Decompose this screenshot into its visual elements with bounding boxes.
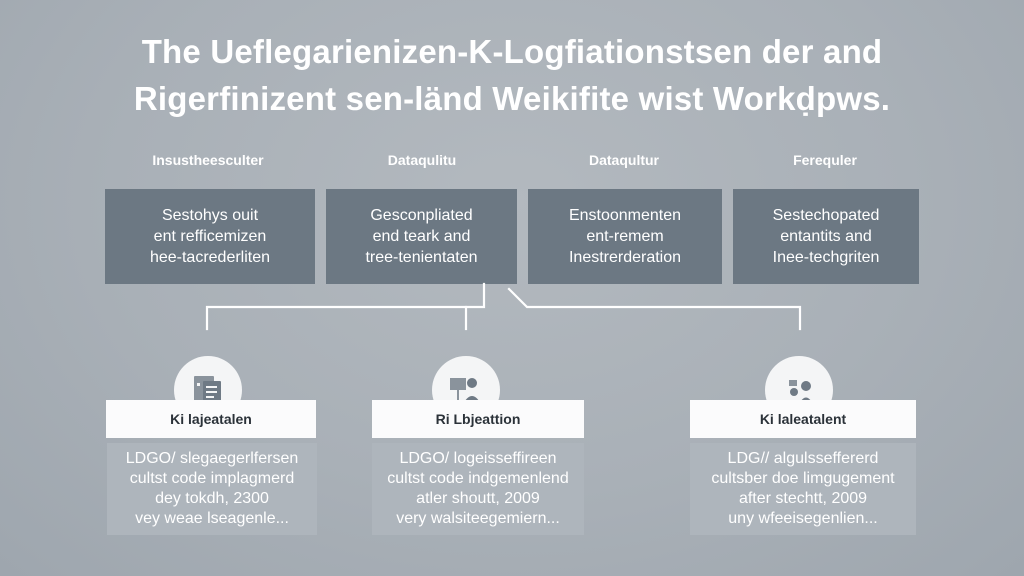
card-detail-3-line-1: LDG// algulsseffererd	[727, 450, 879, 467]
column-header-3: Dataqultur	[589, 152, 659, 168]
stage-box-3-line-2: ent-remem	[586, 228, 664, 245]
stage-box-2: Gesconpliated end teark and tree-tenient…	[326, 189, 517, 284]
card-detail-2: LDGO/ logeisseffireen cultst code indgem…	[372, 443, 584, 535]
stage-box-2-line-2: end teark and	[372, 228, 471, 245]
card-detail-3-line-2: cultsber doe limgugement	[711, 470, 895, 487]
card-detail-1-line-1: LDGO/ slegaegerlfersen	[125, 450, 299, 467]
card-detail-1-line-4: vey weae lseagenle...	[135, 510, 289, 527]
connector-left	[205, 282, 486, 331]
diagram-title: The Ueflegarienizen-K-Logfiationstsen de…	[0, 28, 1024, 122]
card-label-2: Ri Lbjeattion	[372, 400, 584, 438]
stage-box-3: Enstoonmenten ent-remem Inestrerderation	[528, 189, 722, 284]
card-detail-1-line-2: cultst code implagmerd	[129, 470, 295, 487]
stage-box-2-line-3: tree-tenientaten	[365, 249, 478, 266]
stage-box-1-line-1: Sestohys ouit	[161, 207, 259, 224]
stage-box-1: Sestohys ouit ent refficemizen hee-tacre…	[105, 189, 315, 284]
card-detail-3-line-3: after stechtt, 2009	[738, 490, 868, 507]
card-detail-2-line-2: cultst code indgemenlend	[387, 470, 569, 487]
card-detail-2-line-4: very walsiteegemiern...	[396, 510, 560, 527]
card-label-3: Ki laleatalent	[690, 400, 916, 438]
column-header-2: Dataqulitu	[387, 152, 457, 168]
card-detail-3: LDG// algulsseffererd cultsber doe limgu…	[690, 443, 916, 535]
stage-box-3-line-3: Inestrerderation	[568, 249, 682, 266]
connector-right	[507, 287, 802, 331]
stage-box-4-line-2: entantits and	[780, 228, 872, 245]
stage-box-1-line-3: hee-tacrederliten	[149, 249, 271, 266]
stage-box-1-line-2: ent refficemizen	[153, 228, 267, 245]
card-detail-2-line-3: atler shoutt, 2009	[416, 490, 540, 507]
column-header-4: Ferequler	[793, 152, 857, 168]
card-label-1: Ki lajeatalen	[106, 400, 316, 438]
card-detail-1: LDGO/ slegaegerlfersen cultst code impla…	[107, 443, 317, 535]
title-line-2: Rigerfinizent sen-länd Weikifite wist Wo…	[133, 80, 891, 117]
column-header-1: Insustheesculter	[152, 152, 264, 168]
stage-box-2-line-1: Gesconpliated	[370, 207, 473, 224]
stage-box-4: Sestechopated entantits and Inee-techgri…	[733, 189, 919, 284]
card-detail-1-line-3: dey tokdh, 2300	[155, 490, 269, 507]
stage-box-4-line-3: Inee-techgriten	[772, 249, 880, 266]
title-line-1: The Ueflegarienizen-K-Logfiationstsen de…	[141, 33, 883, 70]
card-detail-2-line-1: LDGO/ logeisseffireen	[399, 450, 557, 467]
card-detail-3-line-4: uny wfeeisegenlien...	[728, 510, 878, 527]
stage-box-4-line-1: Sestechopated	[772, 207, 880, 224]
stage-box-3-line-1: Enstoonmenten	[568, 207, 682, 224]
